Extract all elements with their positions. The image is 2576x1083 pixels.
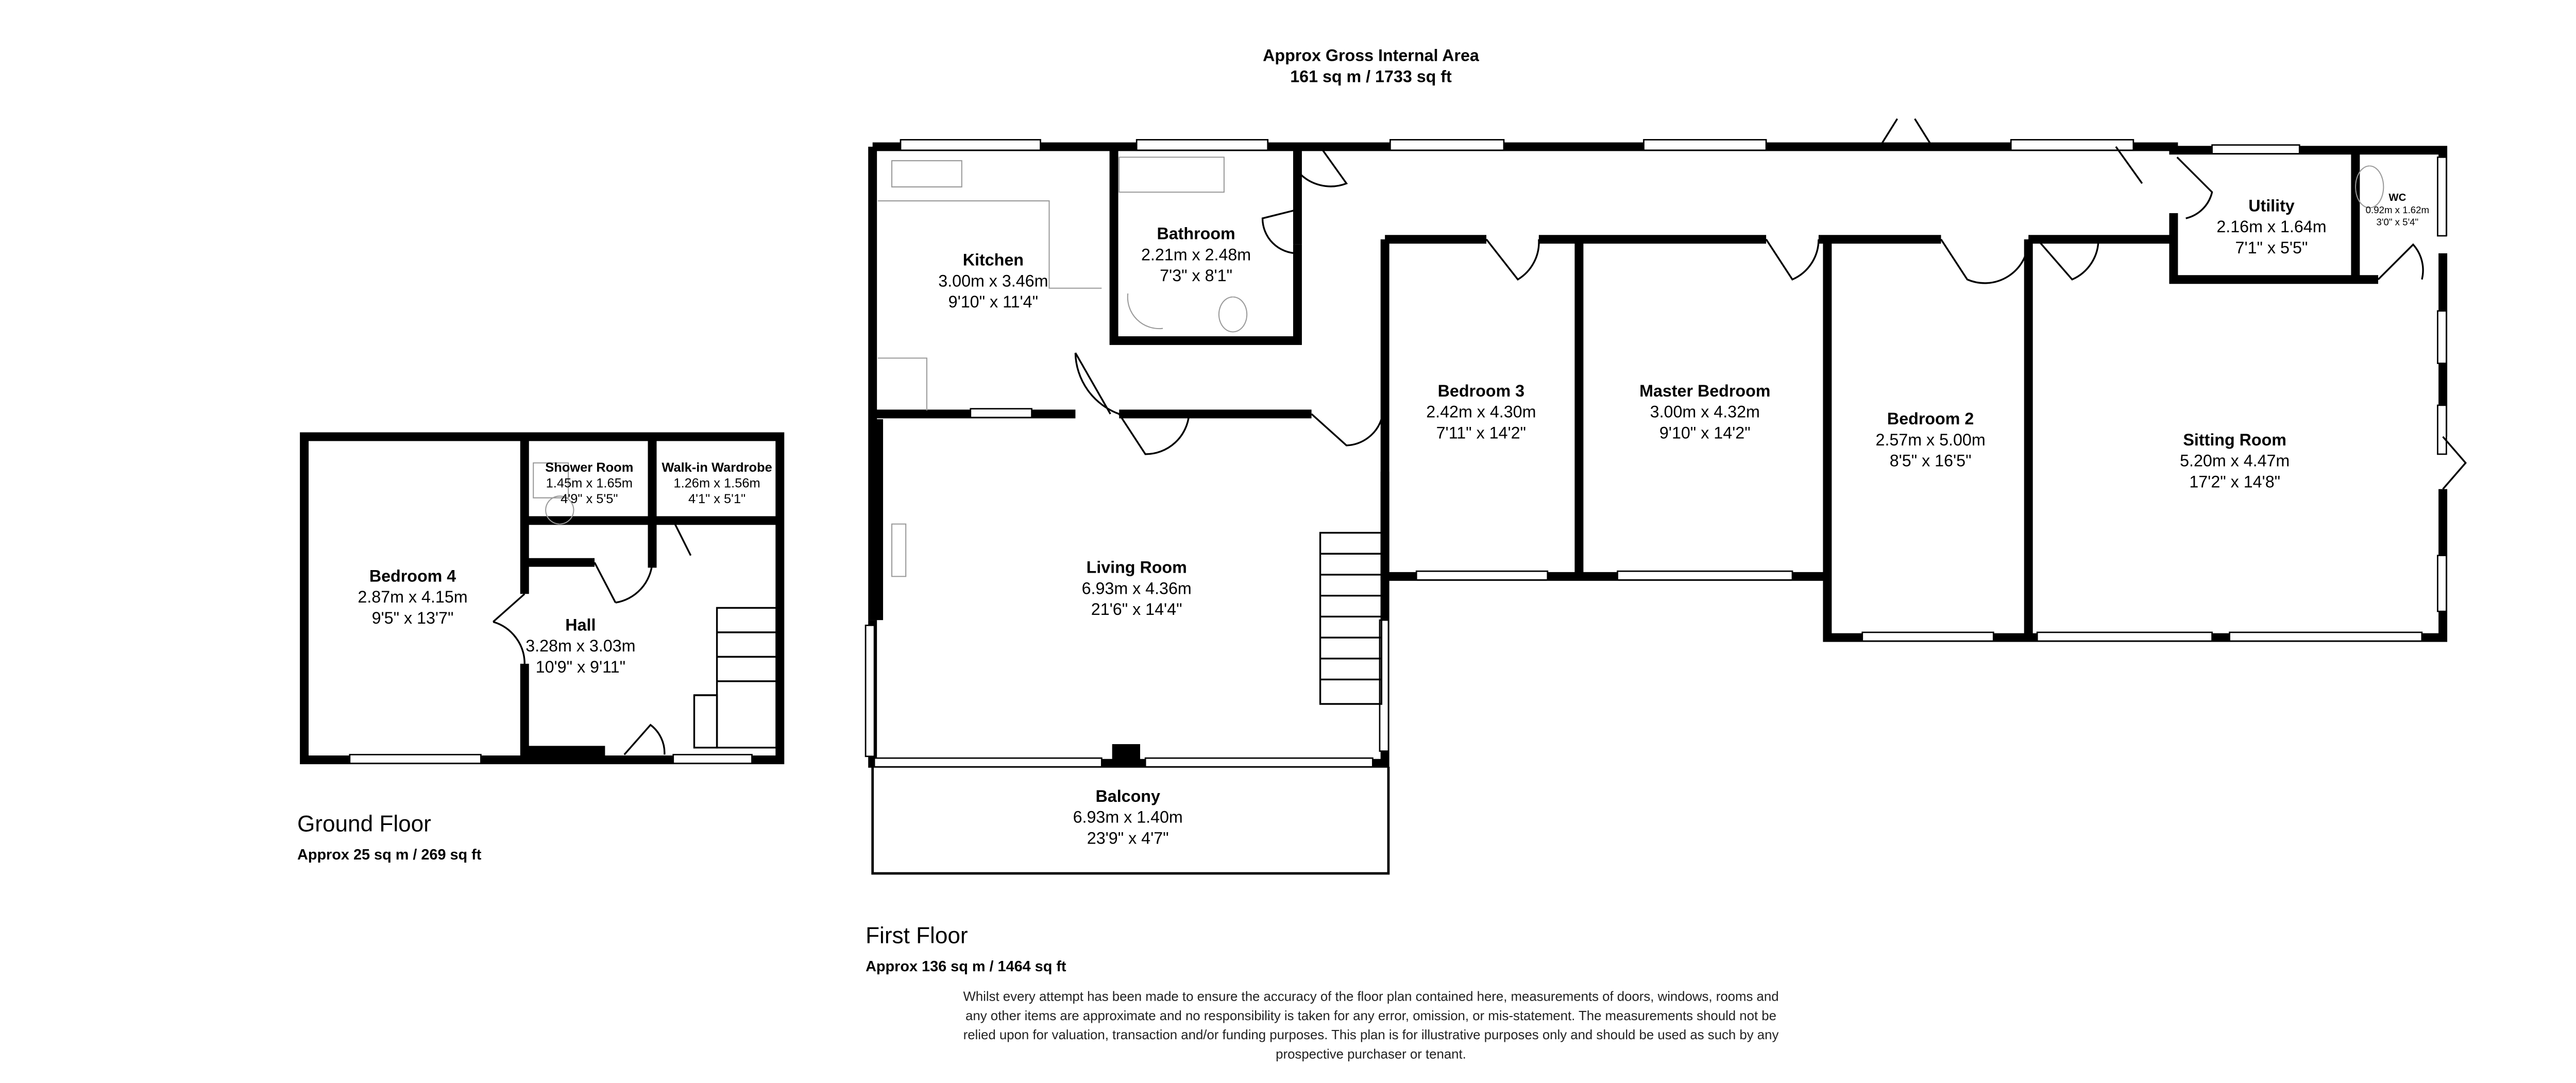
room-imperial-balcony: 23'9" x 4'7": [1087, 829, 1169, 847]
room-metric-living-room: 6.93m x 4.36m: [1082, 579, 1192, 597]
room-name-kitchen: Kitchen: [963, 251, 1024, 269]
room-metric-hall: 3.28m x 3.03m: [526, 637, 635, 655]
room-imperial-bedroom-2: 8'5" x 16'5": [1890, 452, 1972, 470]
room-name-walk-in-wardrobe: Walk-in Wardrobe: [662, 460, 772, 475]
stairs-icon: [693, 607, 777, 749]
room-imperial-bathroom: 7'3" x 8'1": [1160, 266, 1232, 285]
room-name-bedroom-3: Bedroom 3: [1438, 382, 1524, 400]
room-name-bedroom-2: Bedroom 2: [1887, 409, 1974, 428]
first-floor-plan: [865, 118, 2467, 875]
room-metric-shower-room: 1.45m x 1.65m: [546, 476, 633, 490]
balcony-outline: [871, 767, 1390, 875]
gross-area-value: 161 sq m / 1733 sq ft: [1290, 67, 1452, 85]
room-imperial-wc: 3'0" x 5'4": [2377, 217, 2419, 228]
room-metric-walk-in-wardrobe: 1.26m x 1.56m: [673, 476, 760, 490]
room-imperial-sitting-room: 17'2" x 14'8": [2189, 472, 2280, 491]
stairs-icon: [1319, 531, 1383, 705]
ground-floor-plan: Bedroom 4 2.87m x 4.15m 9'5" x 13'7" Sho…: [300, 432, 785, 764]
room-name-balcony: Balcony: [1096, 787, 1160, 805]
first-floor-title: First Floor: [866, 923, 968, 949]
room-imperial-bedroom-4: 9'5" x 13'7": [372, 609, 454, 627]
gross-area-title: Approx Gross Internal Area: [1263, 46, 1480, 65]
room-name-living-room: Living Room: [1087, 558, 1187, 577]
ground-floor-area: Approx 25 sq m / 269 sq ft: [297, 847, 482, 863]
room-imperial-utility: 7'1" x 5'5": [2235, 238, 2308, 257]
room-metric-kitchen: 3.00m x 3.46m: [938, 271, 1048, 290]
room-metric-sitting-room: 5.20m x 4.47m: [2180, 452, 2290, 470]
room-imperial-kitchen: 9'10" x 11'4": [948, 293, 1038, 311]
room-name-shower-room: Shower Room: [545, 460, 633, 475]
room-name-hall: Hall: [565, 615, 596, 634]
room-name-bathroom: Bathroom: [1157, 225, 1235, 243]
room-imperial-hall: 10'9" x 9'11": [536, 658, 625, 676]
room-name-master-bedroom: Master Bedroom: [1639, 382, 1770, 400]
room-metric-bedroom-3: 2.42m x 4.30m: [1426, 403, 1536, 421]
ground-floor-title: Ground Floor: [297, 812, 431, 837]
disclaimer-line: any other items are approximate and no r…: [965, 1009, 1776, 1023]
first-floor-area: Approx 136 sq m / 1464 sq ft: [866, 958, 1066, 975]
room-imperial-bedroom-3: 7'11" x 14'2": [1436, 423, 1526, 442]
room-metric-bedroom-4: 2.87m x 4.15m: [358, 588, 467, 606]
room-name-bedroom-4: Bedroom 4: [369, 567, 456, 586]
room-metric-wc: 0.92m x 1.62m: [2366, 204, 2429, 215]
room-metric-bathroom: 2.21m x 2.48m: [1141, 245, 1251, 264]
room-metric-balcony: 6.93m x 1.40m: [1073, 808, 1183, 827]
room-imperial-living-room: 21'6" x 14'4": [1091, 600, 1182, 618]
room-name-wc: WC: [2388, 192, 2406, 203]
room-name-utility: Utility: [2248, 196, 2295, 215]
room-imperial-master-bedroom: 9'10" x 14'2": [1659, 423, 1751, 442]
room-metric-master-bedroom: 3.00m x 4.32m: [1650, 403, 1760, 421]
disclaimer-line: prospective purchaser or tenant.: [1276, 1047, 1466, 1062]
disclaimer-line: relied upon for valuation, transaction a…: [963, 1028, 1779, 1042]
room-imperial-walk-in-wardrobe: 4'1" x 5'1": [688, 492, 745, 506]
disclaimer-line: Whilst every attempt has been made to en…: [963, 990, 1778, 1004]
room-imperial-shower-room: 4'9" x 5'5": [561, 492, 618, 506]
room-name-sitting-room: Sitting Room: [2183, 431, 2286, 449]
room-metric-bedroom-2: 2.57m x 5.00m: [1876, 431, 1986, 449]
room-metric-utility: 2.16m x 1.64m: [2216, 217, 2326, 236]
